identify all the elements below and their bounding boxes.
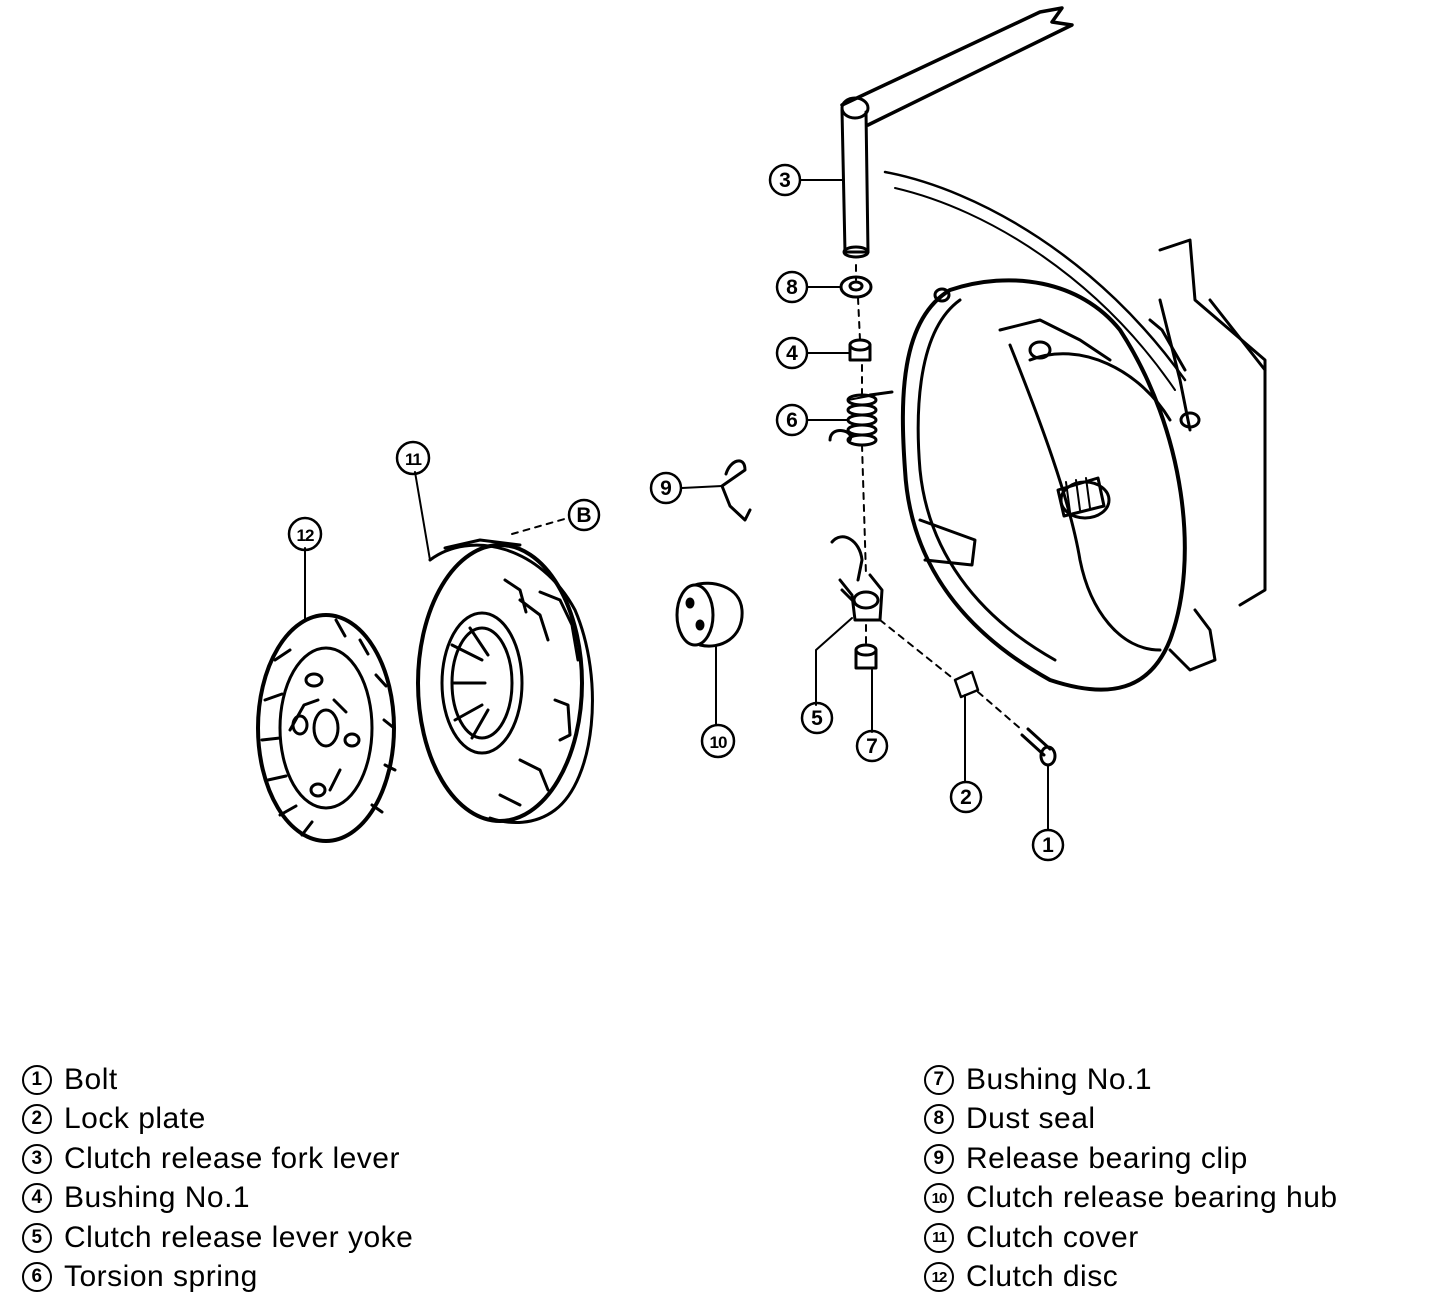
callout-11-number: 11: [405, 450, 422, 469]
callout-3-number: 3: [779, 169, 791, 192]
legend-item-1: 1 Bolt: [22, 1060, 413, 1100]
callout-5: 5: [800, 701, 834, 735]
legend-item-7: 7 Bushing No.1: [924, 1060, 1338, 1100]
legend-label-5: Clutch release lever yoke: [64, 1220, 414, 1254]
callout-2: 2: [949, 780, 983, 814]
release-cable: [883, 170, 1187, 391]
legend-num-6: 6: [22, 1262, 52, 1293]
torsion-spring: [828, 390, 894, 447]
callout-1: 1: [1031, 828, 1065, 862]
legend-label-10: Clutch release bearing hub: [966, 1181, 1338, 1215]
legend-item-5: 5 Clutch release lever yoke: [22, 1218, 413, 1258]
legend-item-8: 8 Dust seal: [924, 1100, 1338, 1140]
callout-8: 8: [775, 270, 809, 304]
callout-1-number: 1: [1042, 834, 1054, 857]
legend-label-9: Release bearing clip: [966, 1141, 1248, 1175]
legend-label-7: Bushing No.1: [966, 1062, 1153, 1096]
legend-num-12: 12: [924, 1262, 954, 1293]
callout-12: 12: [287, 516, 323, 552]
callout-2-number: 2: [960, 786, 972, 809]
legend-left-column: 1 Bolt 2 Lock plate 3 Clutch release for…: [22, 1060, 413, 1297]
bushing-lower: [854, 643, 878, 670]
legend-label-4: Bushing No.1: [64, 1181, 251, 1215]
assembly-dashed-lines: [511, 264, 1023, 731]
callout-9: 9: [649, 471, 683, 505]
clutch-release-fork-lever: [840, 6, 1074, 259]
release-bearing-clip: [720, 459, 752, 522]
legend-item-12: 12 Clutch disc: [924, 1258, 1338, 1298]
legend-num-5: 5: [22, 1222, 52, 1253]
lock-plate: [953, 670, 980, 699]
legend-right-column: 7 Bushing No.1 8 Dust seal 9 Release bea…: [924, 1060, 1338, 1297]
callout-6-number: 6: [786, 409, 798, 432]
legend-item-2: 2 Lock plate: [22, 1100, 413, 1140]
legend-label-1: Bolt: [64, 1062, 118, 1096]
clutch-cover: [416, 538, 594, 824]
clutch-disc: [256, 613, 397, 843]
legend-item-4: 4 Bushing No.1: [22, 1179, 413, 1219]
callout-7-number: 7: [866, 735, 878, 758]
callout-3: 3: [768, 163, 802, 197]
clutch-release-lever-yoke: [830, 535, 884, 622]
bushing-upper: [848, 338, 872, 362]
callout-8-number: 8: [786, 276, 798, 299]
exploded-view-diagram: 1 2 3 4 5 6 7 8: [256, 6, 1267, 862]
callout-6: 6: [775, 403, 809, 437]
legend-label-11: Clutch cover: [966, 1220, 1139, 1254]
callout-5-number: 5: [811, 707, 823, 730]
callout-4: 4: [775, 336, 809, 370]
callout-12-number: 12: [297, 526, 314, 545]
bolt: [1020, 727, 1057, 767]
legend-num-7: 7: [924, 1064, 954, 1095]
legend-num-3: 3: [22, 1143, 52, 1174]
legend-label-12: Clutch disc: [966, 1260, 1119, 1294]
callout-10-number: 10: [710, 733, 727, 752]
legend-label-2: Lock plate: [64, 1102, 206, 1136]
leader-lines: [304, 179, 1049, 831]
callout-7: 7: [855, 729, 889, 763]
legend-num-9: 9: [924, 1143, 954, 1174]
marker-b-letter: B: [576, 504, 591, 527]
legend-num-11: 11: [924, 1222, 954, 1253]
legend-item-6: 6 Torsion spring: [22, 1258, 413, 1298]
legend-item-9: 9 Release bearing clip: [924, 1139, 1338, 1179]
callouts: 1 2 3 4 5 6 7 8: [287, 163, 1065, 862]
legend-num-1: 1: [22, 1064, 52, 1095]
callout-9-number: 9: [660, 477, 672, 500]
transmission-housing: [900, 238, 1267, 692]
marker-b: B: [567, 498, 601, 532]
clutch-release-bearing-hub: [675, 581, 744, 648]
legend-item-11: 11 Clutch cover: [924, 1218, 1338, 1258]
legend-label-8: Dust seal: [966, 1102, 1096, 1136]
legend-item-3: 3 Clutch release fork lever: [22, 1139, 413, 1179]
legend-num-4: 4: [22, 1183, 52, 1214]
legend-num-10: 10: [924, 1183, 954, 1214]
legend-label-3: Clutch release fork lever: [64, 1141, 400, 1175]
legend-num-8: 8: [924, 1104, 954, 1135]
callout-10: 10: [700, 723, 736, 759]
callout-4-number: 4: [786, 342, 798, 365]
callout-11: 11: [395, 440, 431, 476]
legend-item-10: 10 Clutch release bearing hub: [924, 1179, 1338, 1219]
legend-label-6: Torsion spring: [64, 1260, 258, 1294]
legend-num-2: 2: [22, 1104, 52, 1135]
